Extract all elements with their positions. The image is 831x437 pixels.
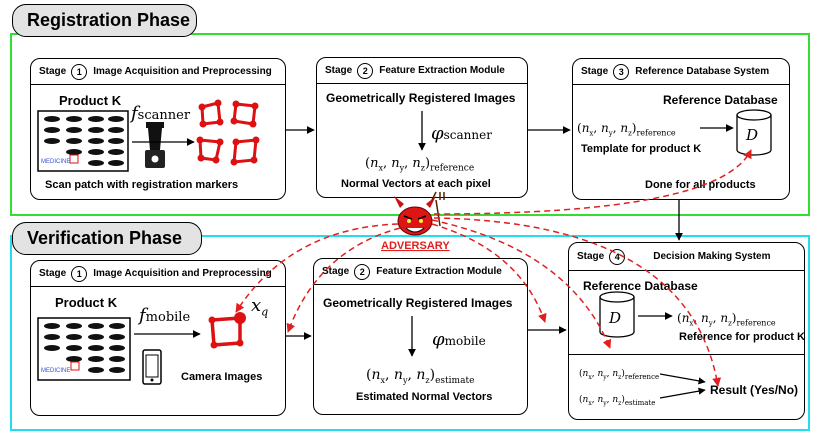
stage-number: 1 (71, 63, 88, 80)
verification-phase-label: Verification Phase (12, 222, 202, 255)
ver-stage1-header: Stage 1 Image Acquisition and Preprocess… (31, 261, 285, 287)
mobile-function: fmobile (139, 305, 191, 326)
stage-word: Stage (39, 268, 67, 279)
stage-title: Image Acquisition and Preprocessing (93, 268, 272, 279)
verification-phase-frame (10, 235, 810, 431)
stage-number: 1 (71, 265, 88, 282)
registration-phase-label: Registration Phase (12, 4, 197, 37)
stage-word: Stage (325, 65, 353, 76)
ver-stage4-header: Stage 4 Decision Making System (569, 243, 804, 271)
stage4-divider (569, 354, 804, 355)
scanner-function: fscanner (131, 103, 191, 124)
done-caption: Done for all products (645, 179, 756, 191)
stage-number: 2 (354, 263, 371, 280)
reference-database-heading: Reference Database (583, 279, 698, 293)
estimated-vectors-caption: Estimated Normal Vectors (356, 391, 493, 403)
normal-tuple-estimate: (nx, ny, nz)estimate (366, 367, 475, 386)
reference-product-caption: Reference for product K (679, 331, 805, 343)
ver-stage2-header: Stage 2 Feature Extraction Module (314, 259, 527, 285)
reg-stage1-header: Stage 1 Image Acquisition and Preprocess… (31, 59, 285, 85)
registered-images-heading: Geometrically Registered Images (326, 91, 516, 105)
reference-database-heading: Reference Database (663, 93, 778, 107)
product-label: Product K (55, 295, 118, 310)
normal-tuple-reference: (nx, ny, nz)reference (365, 156, 475, 174)
ver-stage4-box: Stage 4 Decision Making System Reference… (568, 242, 805, 420)
product-label: Product K (59, 93, 122, 108)
stage-number: 4 (609, 248, 626, 265)
stage-title: Image Acquisition and Preprocessing (93, 66, 272, 77)
phi-mobile: φmobile (432, 329, 486, 350)
reg-stage3-box: Stage 3 Reference Database System Refere… (572, 58, 790, 200)
ver-stage1-box: Stage 1 Image Acquisition and Preprocess… (30, 260, 286, 416)
template-caption: Template for product K (581, 143, 702, 155)
stage-title: Feature Extraction Module (379, 65, 505, 76)
stage-word: Stage (581, 66, 609, 77)
reg-stage3-header: Stage 3 Reference Database System (573, 59, 789, 85)
camera-images-caption: Camera Images (181, 371, 263, 383)
reference-tuple: (nx, ny, nz)reference (677, 311, 776, 328)
phi-scanner: φscanner (431, 123, 492, 144)
ver-stage2-box: Stage 2 Feature Extraction Module Geomet… (313, 258, 528, 415)
reg-stage2-header: Stage 2 Feature Extraction Module (317, 58, 527, 84)
normal-vectors-caption: Normal Vectors at each pixel (341, 178, 491, 190)
stage-word: Stage (39, 66, 67, 77)
stage-number: 2 (357, 62, 374, 79)
scan-caption: Scan patch with registration markers (45, 179, 239, 191)
reference-tuple: (nx, ny, nz)reference (577, 121, 676, 138)
stage-word: Stage (577, 251, 605, 262)
decision-input-reference: (nx, ny, nz)reference (579, 369, 660, 381)
stage-word: Stage (322, 266, 350, 277)
result-label: Result (Yes/No) (710, 383, 799, 397)
stage-title: Decision Making System (653, 251, 771, 262)
xq-label: xq (251, 295, 269, 319)
stage-title: Reference Database System (635, 66, 770, 77)
registered-images-heading: Geometrically Registered Images (323, 296, 513, 310)
reg-stage1-box: Stage 1 Image Acquisition and Preprocess… (30, 58, 286, 200)
stage-number: 3 (613, 63, 630, 80)
reg-stage2-box: Stage 2 Feature Extraction Module Geomet… (316, 57, 528, 198)
stage-title: Feature Extraction Module (376, 266, 502, 277)
decision-input-estimate: (nx, ny, nz)estimate (579, 395, 656, 407)
